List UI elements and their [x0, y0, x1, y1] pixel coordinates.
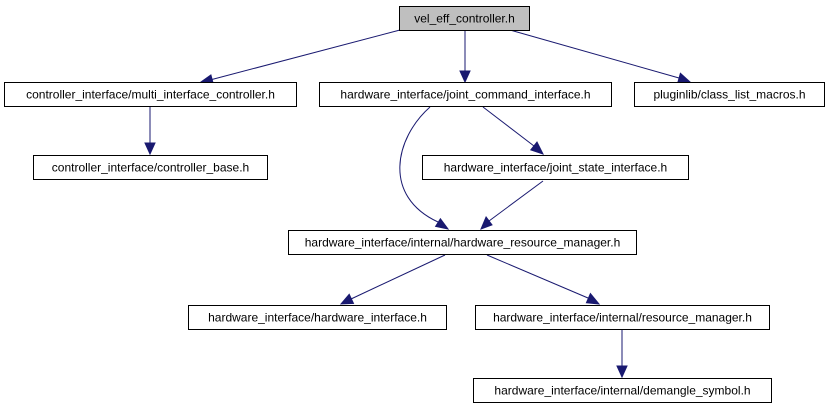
- node-joint-command-interface[interactable]: hardware_interface/joint_command_interfa…: [319, 82, 612, 107]
- node-label: pluginlib/class_list_macros.h: [653, 88, 805, 102]
- edge-joint-command-interface-to-joint-state-interface: [482, 106, 544, 155]
- node-demangle-symbol[interactable]: hardware_interface/internal/demangle_sym…: [473, 378, 772, 403]
- edge-joint-command-interface-to-hardware-resource-manager: [399, 106, 450, 230]
- edge-hardware-resource-manager-to-hardware-interface: [339, 254, 446, 305]
- node-resource-manager[interactable]: hardware_interface/internal/resource_man…: [475, 305, 770, 330]
- edge-hardware-resource-manager-to-resource-manager: [486, 254, 601, 305]
- node-label: hardware_interface/joint_command_interfa…: [340, 88, 590, 102]
- node-label: vel_eff_controller.h: [414, 12, 515, 26]
- node-vel-eff-controller[interactable]: vel_eff_controller.h: [399, 6, 530, 31]
- node-joint-state-interface[interactable]: hardware_interface/joint_state_interface…: [422, 155, 689, 180]
- node-class-list-macros[interactable]: pluginlib/class_list_macros.h: [634, 82, 825, 107]
- edge-multi-interface-controller-to-controller-base: [144, 107, 156, 156]
- edge-resource-manager-to-demangle-symbol: [616, 330, 628, 379]
- node-hardware-interface[interactable]: hardware_interface/hardware_interface.h: [188, 305, 447, 330]
- node-label: hardware_interface/internal/demangle_sym…: [494, 384, 750, 398]
- node-label: controller_interface/controller_base.h: [52, 161, 249, 175]
- node-multi-interface-controller[interactable]: controller_interface/multi_interface_con…: [4, 82, 297, 107]
- edge-root-to-multi-interface-controller: [198, 29, 401, 86]
- edge-root-to-joint-command-interface: [459, 30, 471, 84]
- edge-root-to-class-list-macros: [509, 29, 692, 84]
- node-label: hardware_interface/hardware_interface.h: [208, 311, 427, 325]
- node-label: hardware_interface/internal/resource_man…: [493, 311, 752, 325]
- node-hardware-resource-manager[interactable]: hardware_interface/internal/hardware_res…: [288, 230, 637, 255]
- edge-joint-state-interface-to-hardware-resource-manager: [480, 180, 544, 230]
- node-label: hardware_interface/internal/hardware_res…: [305, 236, 621, 250]
- node-label: controller_interface/multi_interface_con…: [26, 88, 275, 102]
- node-label: hardware_interface/joint_state_interface…: [444, 161, 667, 175]
- node-controller-base[interactable]: controller_interface/controller_base.h: [33, 155, 268, 180]
